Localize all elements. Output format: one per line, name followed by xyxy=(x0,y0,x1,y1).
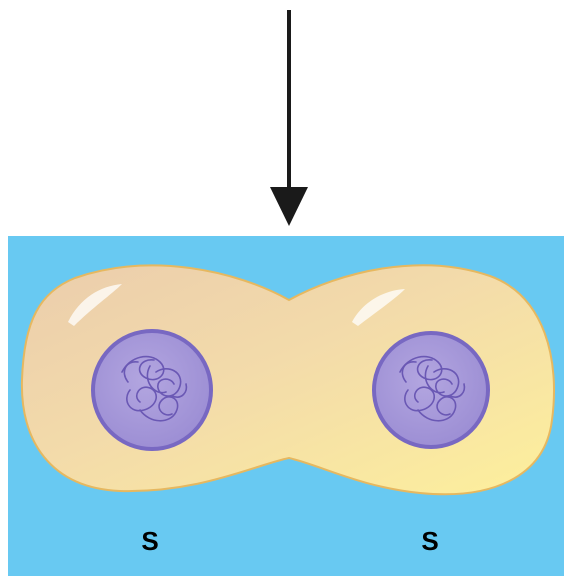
left-cell-label: S xyxy=(141,526,158,556)
down-arrow-icon xyxy=(270,10,308,226)
right-cell-label: S xyxy=(421,526,438,556)
left-nucleus xyxy=(93,331,211,449)
right-nucleus xyxy=(374,333,488,447)
